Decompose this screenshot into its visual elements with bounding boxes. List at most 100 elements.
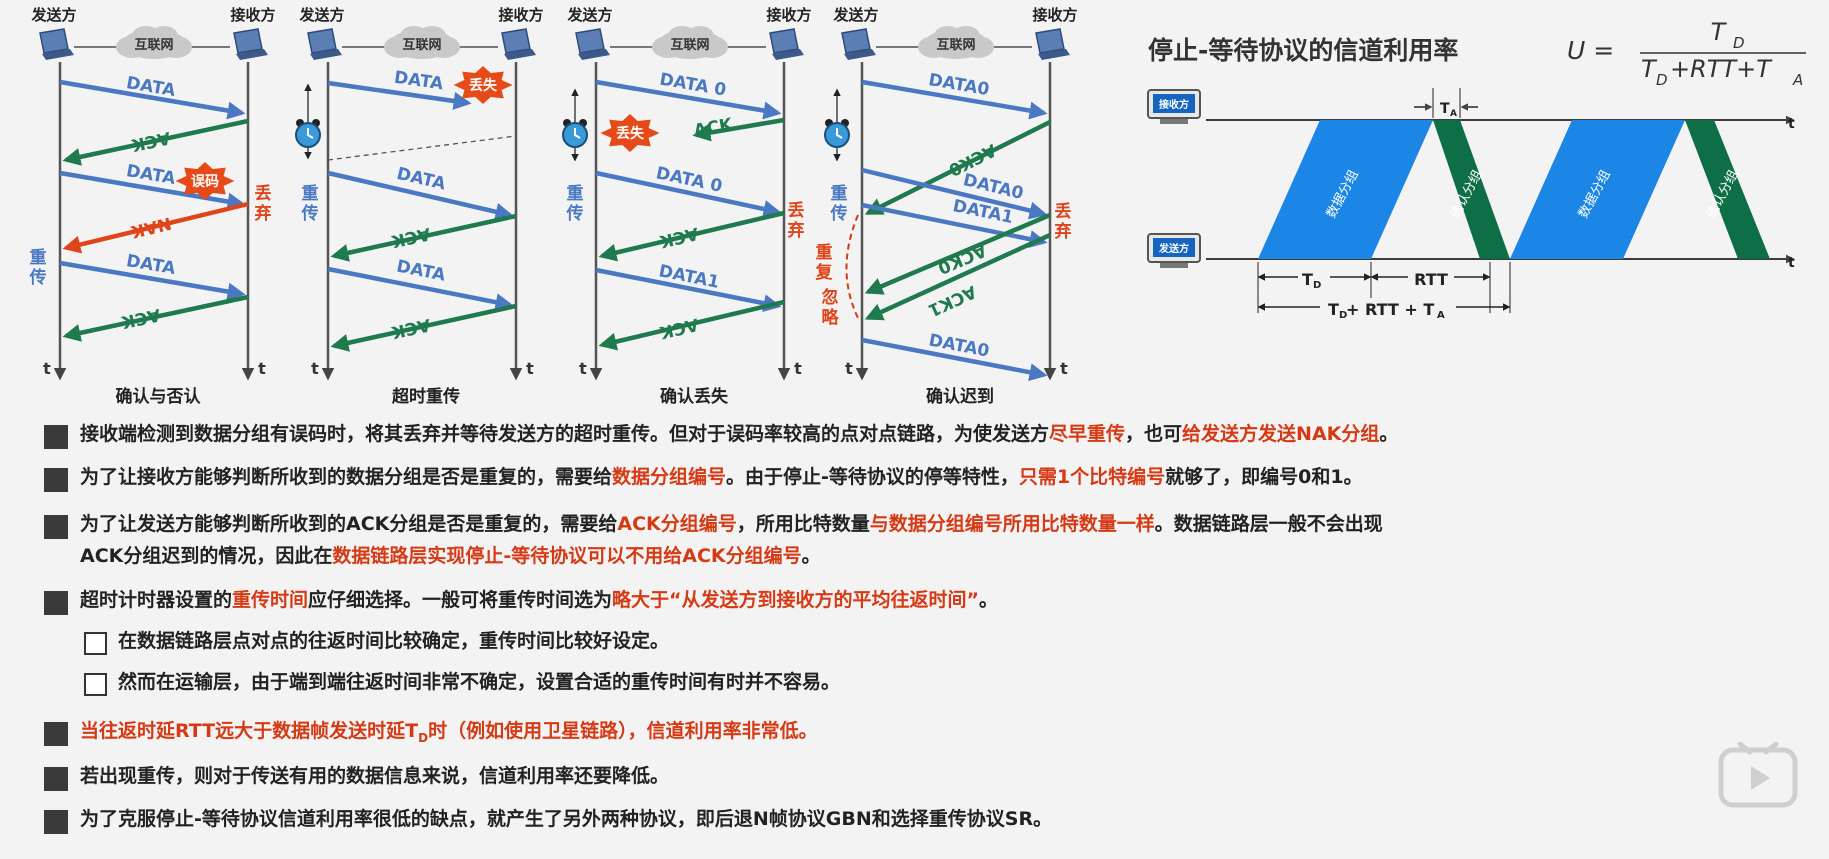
rtt-label: RTT bbox=[1414, 270, 1448, 289]
ack-arrow bbox=[62, 118, 249, 166]
highlight-text: 给发送方发送NAK分组 bbox=[1182, 423, 1380, 445]
data-arrow bbox=[861, 337, 1048, 382]
ack-arrow bbox=[62, 294, 249, 342]
time-axis-label: t bbox=[311, 359, 319, 378]
ack-arrow-label: ACK bbox=[389, 314, 432, 342]
sender-label: 发送方 bbox=[566, 6, 612, 24]
bullet-text: 为了让接收方能够判断所收到的数据分组是否是重复的，需要给数据分组编号。由于停止-… bbox=[80, 463, 1363, 491]
internet-label: 互联网 bbox=[402, 38, 441, 53]
bullet-text: 为了克服停止-等待协议信道利用率很低的缺点，就产生了另外两种协议，即后退N帧协议… bbox=[80, 805, 1052, 833]
cloud-part bbox=[686, 26, 714, 46]
receiver-laptop-icon bbox=[1035, 28, 1070, 60]
text-segment: 超时计时器设置的 bbox=[80, 589, 233, 611]
play-icon bbox=[1718, 741, 1798, 808]
text-segment: 为了让发送方能够判断所收到的ACK分组是否是重复的，需要给 bbox=[80, 513, 618, 535]
receiver-laptop-icon-screen bbox=[769, 28, 799, 54]
internet-cloud: 互联网 bbox=[384, 26, 460, 59]
ack-arrow-label: ACK0 bbox=[935, 240, 990, 278]
text-segment: 在数据链路层点对点的往返时间比较确定，重传时间比较好设定。 bbox=[118, 630, 670, 652]
total-label-sub: A bbox=[1437, 310, 1445, 321]
bullet-text: ACK分组迟到的情况，因此在数据链路层实现停止-等待协议可以不用给ACK分组编号… bbox=[80, 542, 821, 570]
play-button[interactable] bbox=[1718, 741, 1798, 808]
sender-laptop-icon-screen bbox=[307, 28, 337, 54]
highlight-text: 数据链路层实现停止-等待协议可以不用给ACK分组编号 bbox=[332, 545, 802, 567]
receiver-laptop-icon-base bbox=[1038, 49, 1070, 60]
internet-cloud: 互联网 bbox=[918, 26, 994, 59]
text-segment: 应仔细选择。一般可将重传时间选为 bbox=[308, 589, 613, 611]
receiver-label: 接收方 bbox=[230, 6, 275, 24]
ack-arrow bbox=[864, 119, 1052, 216]
sender-laptop-icon-base bbox=[844, 49, 876, 60]
text-segment: 。由于停止-等待协议的停等特性， bbox=[726, 466, 1019, 488]
discard-label: 弃 bbox=[255, 203, 272, 224]
resend-label: 传 bbox=[566, 203, 584, 224]
data-arrow bbox=[861, 167, 1048, 220]
receiver-label: 接收方 bbox=[1032, 6, 1077, 24]
lost-burst bbox=[453, 66, 513, 104]
time-axis-label: t bbox=[794, 359, 802, 378]
time-axis-label: t bbox=[1788, 116, 1795, 132]
receiver-laptop-icon-screen bbox=[501, 28, 531, 54]
text-segment: 。 bbox=[801, 545, 821, 567]
text-segment: ACK分组迟到的情况，因此在 bbox=[80, 545, 333, 567]
sender-laptop-icon-base bbox=[42, 49, 74, 60]
total-label-rest: + RTT + T bbox=[1346, 300, 1434, 319]
bullet-text: 接收端检测到数据分组有误码时，将其丢弃并等待发送方的超时重传。但对于误码率较高的… bbox=[80, 420, 1398, 448]
data-arrow bbox=[595, 79, 782, 120]
time-axis-label: t bbox=[43, 359, 51, 378]
data-arrow bbox=[327, 266, 514, 312]
rtt-label-bg bbox=[1408, 268, 1454, 286]
ignore-label: 忽 bbox=[822, 287, 839, 308]
receiver-laptop-icon bbox=[501, 28, 536, 60]
data-arrow bbox=[59, 170, 246, 211]
resend-label: 重 bbox=[567, 183, 584, 204]
resend-label: 传 bbox=[830, 203, 848, 224]
formula-numerator-sub: D bbox=[1733, 34, 1745, 52]
error-burst bbox=[175, 162, 235, 200]
ack-arrow bbox=[598, 299, 785, 351]
time-axis-label: t bbox=[258, 359, 266, 378]
data-packet-band bbox=[1510, 120, 1685, 259]
discard-label: 弃 bbox=[788, 220, 805, 241]
highlight-text: 数据分组编号 bbox=[612, 466, 727, 488]
square-bullet-icon bbox=[44, 767, 68, 791]
square-bullet-icon bbox=[44, 591, 68, 615]
receiver-computer-icon-label: 接收方 bbox=[1159, 98, 1189, 111]
text-segment: ，也可 bbox=[1125, 423, 1183, 445]
receiver-laptop-icon bbox=[233, 28, 268, 60]
highlight-text: 只需1个比特编号 bbox=[1018, 466, 1166, 488]
resend-label: 重 bbox=[831, 183, 848, 204]
receiver-computer-icon-screen bbox=[1153, 94, 1195, 113]
sender-computer-icon-label: 发送方 bbox=[1158, 242, 1189, 255]
error-label: 误码 bbox=[191, 174, 219, 190]
formula-denominator-sub: A bbox=[1792, 71, 1803, 89]
formula-denominator-sub: D bbox=[1656, 71, 1668, 89]
sender-laptop-icon bbox=[39, 28, 74, 60]
diagram-caption: 确认与否认 bbox=[116, 386, 202, 407]
checkbox-bullet-icon bbox=[84, 673, 107, 696]
sender-laptop-icon bbox=[841, 28, 876, 60]
cloud-part bbox=[150, 26, 178, 46]
total-label-bg bbox=[1320, 298, 1456, 316]
highlight-text: 尽早重传 bbox=[1049, 423, 1126, 445]
ack-arrow bbox=[330, 213, 517, 262]
square-bullet-icon bbox=[44, 810, 68, 834]
diagram-caption: 确认迟到 bbox=[926, 386, 994, 407]
highlight-text: 时（例如使用卫星链路），信道利用率非常低。 bbox=[428, 720, 818, 742]
nak-arrow-label: NAK bbox=[128, 212, 173, 241]
bullet-text: 在数据链路层点对点的往返时间比较确定，重传时间比较好设定。 bbox=[118, 627, 669, 655]
ack-arrow bbox=[598, 210, 785, 262]
discard-label: 丢 bbox=[788, 201, 805, 221]
bullet-text: 当往返时延RTT远大于数据帧发送时延TD时（例如使用卫星链路），信道利用率非常低… bbox=[80, 717, 818, 752]
receiver-label: 接收方 bbox=[498, 6, 543, 24]
square-bullet-icon bbox=[44, 468, 68, 492]
time-axis-label: t bbox=[1060, 359, 1068, 378]
clock-icon bbox=[824, 119, 850, 148]
diagram-caption: 确认丢失 bbox=[660, 386, 729, 407]
square-bullet-icon bbox=[44, 722, 68, 746]
checkbox-bullet-icon bbox=[84, 632, 107, 655]
sender-computer-icon-stand bbox=[1160, 263, 1188, 268]
cloud-part bbox=[418, 26, 446, 46]
ta-sub: A bbox=[1450, 109, 1457, 119]
